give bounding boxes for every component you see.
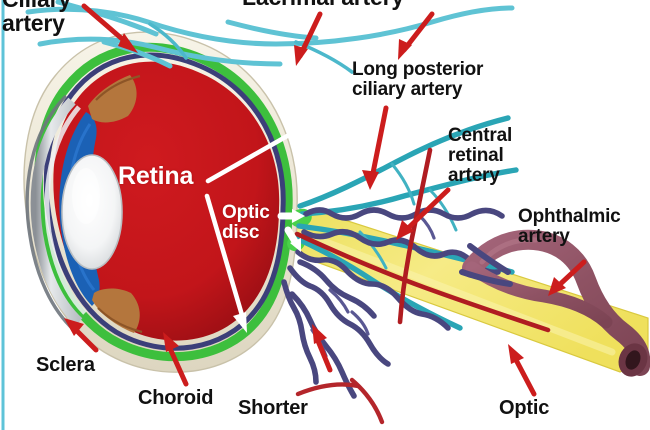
central-retinal-artery [294,147,551,333]
label-optic-nerve: Optic [499,397,550,419]
ciliary-and-lacrimal-arteries [25,0,515,69]
label-sclera: Sclera [36,354,95,376]
label-choroid: Choroid [138,387,214,409]
cornea-structure [25,94,87,332]
pointer-arrows-red [64,3,587,397]
lens-structure [61,154,123,270]
ophthalmic-artery-branches [459,243,513,287]
label-retina: Retina [118,162,194,190]
shorter-posterior-ciliary-artery [295,377,385,425]
ciliary-artery-branches [148,22,354,74]
label-lacrimal-artery: Lacrimal artery [242,0,422,10]
pointer-arrows-white [204,124,307,333]
ciliary-body-structure [88,74,143,334]
label-ophthalmic-artery: Ophthalmic artery [518,206,621,247]
label-long-posterior-ciliary-artery: Long posterior ciliary artery [352,59,484,100]
retina-structure [53,61,280,341]
label-central-retinal-artery: Central retinal artery [448,125,513,186]
posterior-ciliary-veins [281,207,505,399]
ciliary-artery-small-branches [358,162,458,270]
label-ciliary-artery: Ciliary artery [2,0,71,36]
label-optic-disc: Optic disc [222,202,270,243]
label-shorter-posterior-ciliary-artery: Shorter [238,397,308,419]
